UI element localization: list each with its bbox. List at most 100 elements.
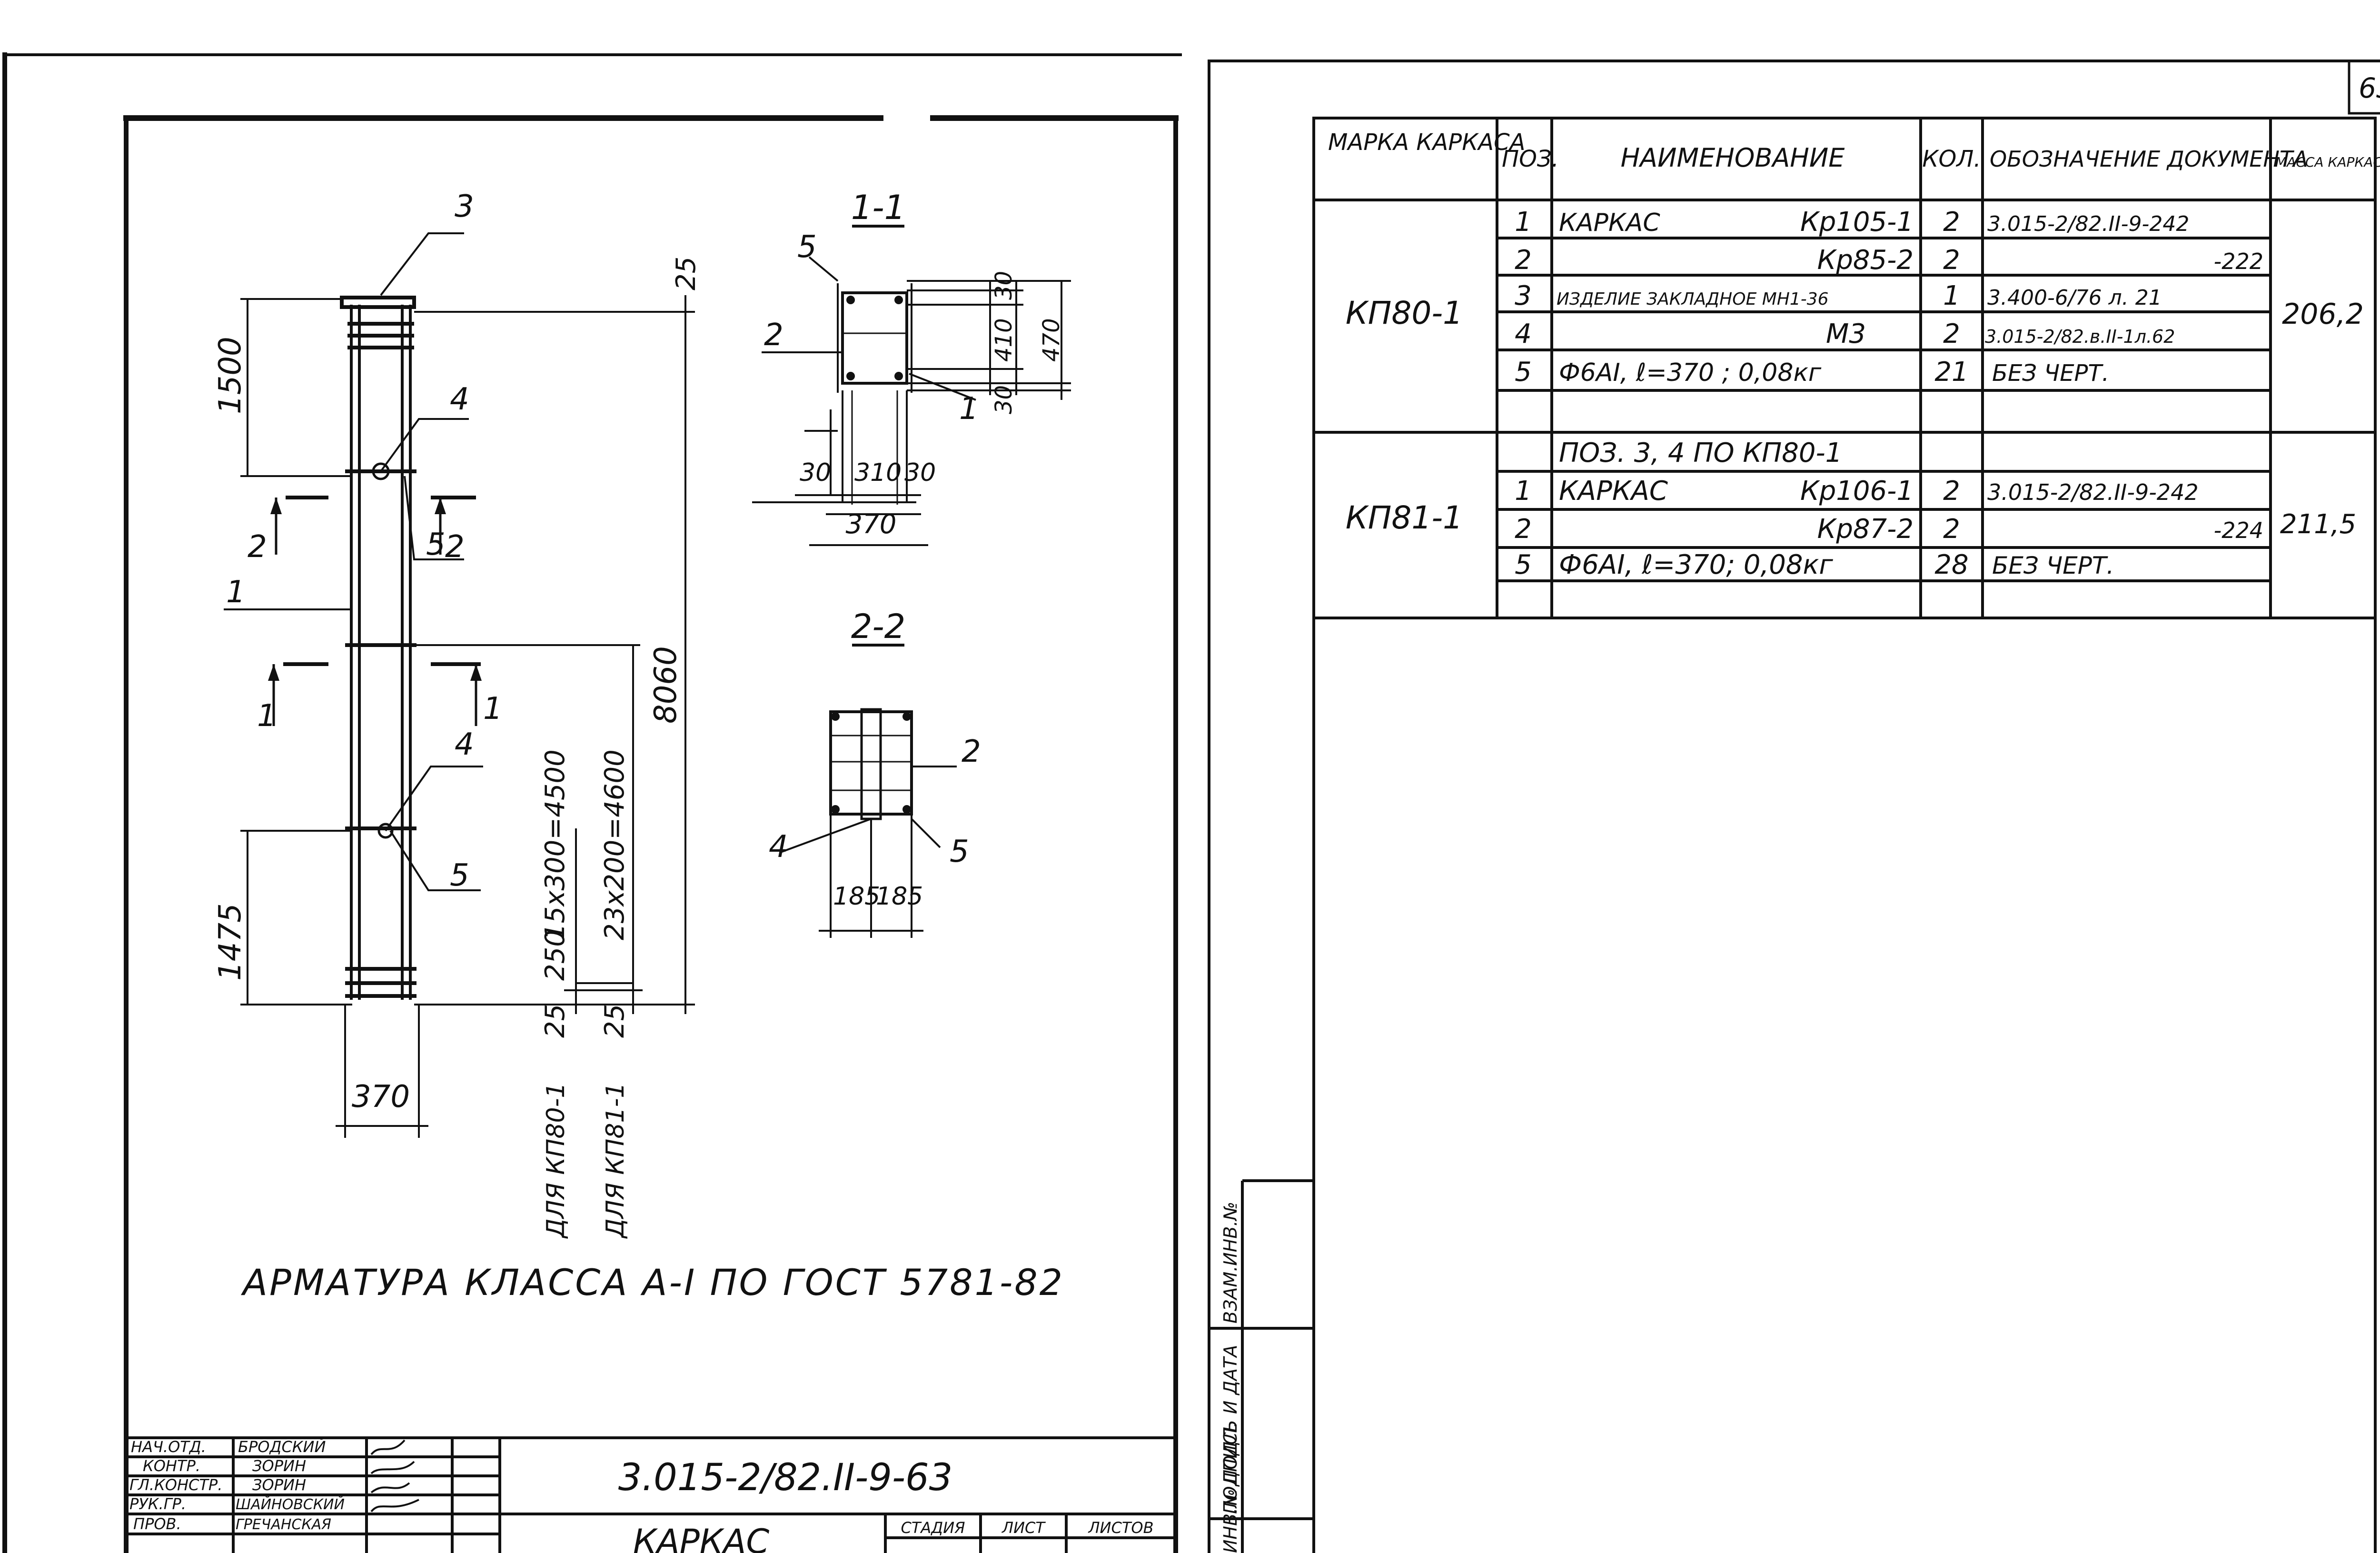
group-mark-kp80: КП80-1 — [1346, 295, 1463, 331]
g1r2-qty: 2 — [1943, 514, 1960, 545]
g1r2-doc: -224 — [2214, 518, 2263, 543]
reinforcement-note: АРМАТУРА КЛАССА А-I ПО ГОСТ 5781-82 — [240, 1261, 1064, 1304]
stamp-name-2: ЗОРИН — [252, 1476, 306, 1494]
stamp-name-1: ЗОРИН — [252, 1457, 306, 1475]
strip-label-1: ПОДПИСЬ И ДАТА — [1220, 1345, 1241, 1514]
g0r2-qty: 1 — [1943, 280, 1960, 311]
sec22-dim-185b: 185 — [876, 882, 923, 911]
sec11-label-2: 2 — [764, 318, 783, 353]
label-pos3: 3 — [455, 189, 474, 224]
dim-370: 370 — [352, 1079, 410, 1115]
dim-25-top: 25 — [671, 257, 702, 290]
g0r4-qty: 21 — [1934, 357, 1968, 388]
g0r0-qty: 2 — [1943, 207, 1960, 238]
g1r3-name: Ф6АI, ℓ=370; 0,08кг — [1559, 549, 1833, 580]
sec11-dim-b30a: 30 — [800, 458, 831, 487]
label-pos4-top: 4 — [450, 382, 469, 417]
stamp-role-2: ГЛ.КОНСТР. — [129, 1476, 222, 1494]
strip-label-2: ИНВ.№ ПОДЛ. — [1220, 1422, 1241, 1553]
g0r3-doc: 3.015-2/82.в.II-1л.62 — [1985, 326, 2175, 347]
g1r1-name2: Кр106-1 — [1800, 476, 1914, 507]
dim-8060: 8060 — [648, 646, 684, 724]
th-doc: ОБОЗНАЧЕНИЕ ДОКУМЕНТА — [1990, 146, 2308, 172]
g1r1-pos: 1 — [1515, 476, 1532, 507]
sec22-label-2: 2 — [962, 734, 981, 769]
section-mark-1-left: 1 — [257, 698, 277, 734]
g1r2-pos: 2 — [1515, 514, 1532, 545]
stamp-name-4: ГРЕЧАНСКАЯ — [236, 1516, 331, 1533]
g1r3-pos: 5 — [1515, 549, 1532, 580]
section-mark-2-right: 2 — [445, 529, 465, 565]
th-name: НАИМЕНОВАНИЕ — [1621, 143, 1845, 173]
section-mark-1-right: 1 — [483, 691, 503, 727]
g0r3-qty: 2 — [1943, 319, 1960, 349]
stamp-role-4: ПРОВ. — [133, 1515, 181, 1533]
sec11-dim-b310: 310 — [854, 458, 902, 487]
sec11-dim-470: 470 — [1038, 318, 1065, 362]
g1r3-doc: БЕЗ ЧЕРТ. — [1992, 552, 2114, 579]
g0r1-pos: 2 — [1515, 245, 1532, 276]
sec11-dim-b370: 370 — [846, 509, 897, 540]
stamp-name-0: БРОДСКИЙ — [238, 1438, 326, 1456]
g1r0-name: ПОЗ. 3, 4 ПО КП80-1 — [1559, 438, 1842, 468]
g0r0-pos: 1 — [1515, 207, 1532, 238]
stamp-sheets-header: ЛИСТОВ — [1088, 1519, 1153, 1537]
dim-1475: 1475 — [213, 903, 248, 981]
g0r0-doc: 3.015-2/82.II-9-242 — [1987, 212, 2189, 236]
stamp-role-0: НАЧ.ОТД. — [131, 1438, 206, 1456]
stamp-title: КАРКАС — [633, 1522, 769, 1553]
dim-1500: 1500 — [213, 337, 248, 414]
strip-label-0: ВЗАМ.ИНВ.№ — [1220, 1202, 1241, 1324]
stamp-signatures — [370, 1439, 419, 1513]
label-pos5-bottom: 5 — [450, 858, 469, 893]
g1r3-qty: 28 — [1934, 549, 1968, 580]
note-for-kp81: ДЛЯ КП81-1 — [601, 1083, 630, 1239]
g0r1-doc: -222 — [2214, 249, 2263, 274]
th-mark: МАРКА КАРКАСА — [1328, 129, 1526, 156]
stamp-name-3: ШАЙНОВСКИЙ — [236, 1496, 345, 1513]
g0r0-name: КАРКАС — [1559, 209, 1660, 237]
g0r4-pos: 5 — [1515, 357, 1532, 388]
section-mark-2-left: 2 — [248, 529, 267, 565]
g1r1-name: КАРКАС — [1559, 476, 1668, 507]
sec22-dim-185a: 185 — [833, 882, 880, 911]
g1r1-qty: 2 — [1943, 476, 1960, 507]
sec11-dim-b30b: 30 — [904, 458, 936, 487]
section-2-2-title: 2-2 — [851, 607, 905, 646]
group-mark-kp81: КП81-1 — [1346, 499, 1463, 536]
dim-250: 250 — [540, 930, 571, 981]
sec22-label-5: 5 — [950, 834, 969, 869]
dim-25-b: 25 — [599, 1004, 630, 1038]
dim-15x300: 15x300=4500 — [540, 749, 571, 940]
g1r1-doc: 3.015-2/82.II-9-242 — [1987, 479, 2199, 505]
g0r1-qty: 2 — [1943, 245, 1960, 276]
stamp-sheet-header: ЛИСТ — [1002, 1519, 1046, 1537]
sec11-label-1: 1 — [959, 391, 979, 427]
sec11-dim-410: 410 — [991, 318, 1017, 362]
sec11-dim-30b: 30 — [991, 385, 1017, 414]
g0r1-name2: Кр85-2 — [1817, 245, 1914, 276]
sheet-number: 63 — [2359, 72, 2380, 104]
th-pos: ПОЗ. — [1502, 146, 1559, 172]
sec11-dim-30a: 30 — [991, 271, 1017, 300]
section-1-1-title: 1-1 — [851, 188, 905, 227]
th-mass: МАССА КАРКАСА, КГ — [2275, 154, 2380, 170]
th-mark-line: МАРКА КАРКАСА — [1328, 129, 1526, 156]
g0r2-name: ИЗДЕЛИЕ ЗАКЛАДНОЕ МН1-36 — [1557, 289, 1829, 309]
label-pos1: 1 — [226, 575, 246, 610]
g0r2-doc: 3.400-6/76 л. 21 — [1987, 286, 2162, 310]
note-for-kp80: ДЛЯ КП80-1 — [542, 1083, 570, 1239]
label-pos5-top: 5 — [426, 527, 446, 562]
dim-25-a: 25 — [540, 1004, 571, 1038]
g0r4-name: Ф6АI, ℓ=370 ; 0,08кг — [1559, 358, 1822, 387]
sec22-label-4: 4 — [769, 829, 788, 865]
dim-23x200: 23x200=4600 — [599, 749, 630, 940]
g0r4-doc: БЕЗ ЧЕРТ. — [1992, 360, 2109, 387]
g0r2-pos: 3 — [1515, 280, 1532, 311]
stamp-stage-header: СТАДИЯ — [901, 1519, 965, 1537]
th-qty: КОЛ. — [1922, 146, 1981, 172]
stamp-document-code: 3.015-2/82.II-9-63 — [618, 1456, 953, 1499]
stamp-role-1: КОНТР. — [143, 1457, 200, 1475]
g0r3-pos: 4 — [1515, 319, 1532, 349]
